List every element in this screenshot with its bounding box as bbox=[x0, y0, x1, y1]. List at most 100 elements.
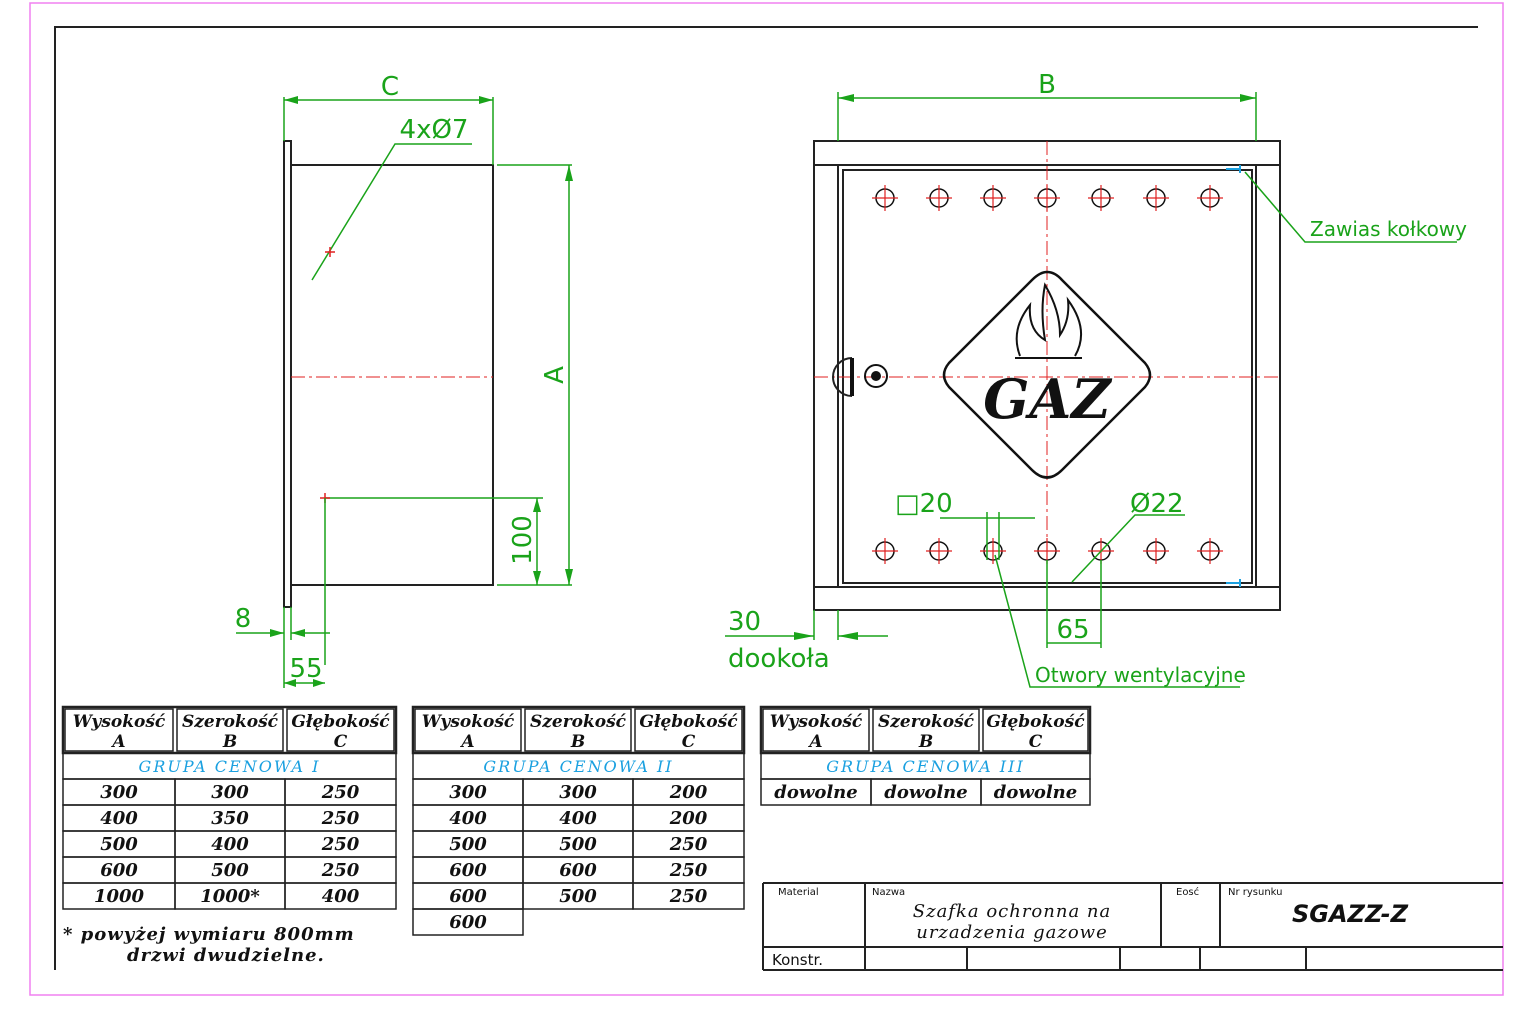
table-cell: 250 bbox=[669, 860, 708, 881]
square-20-label: □20 bbox=[895, 489, 953, 519]
front-view: GAZ B Zawias kołkowy □20 Ø22 30 dookoła … bbox=[725, 70, 1467, 688]
table-cell: 250 bbox=[669, 834, 708, 855]
table-cell: 1000* bbox=[200, 886, 260, 907]
table-cell: 400 bbox=[100, 808, 138, 829]
name-label: Nazwa bbox=[872, 887, 905, 898]
vent-hole-icon bbox=[1197, 538, 1223, 564]
scale-label: Eosć bbox=[1176, 886, 1199, 898]
footnote-line-1: * powyżej wymiaru 800mm bbox=[63, 924, 355, 945]
dim-100-label: 100 bbox=[508, 515, 538, 565]
column-header-letter: C bbox=[1029, 732, 1043, 752]
table-cell: 600 bbox=[559, 860, 597, 881]
around-label: dookoła bbox=[728, 644, 830, 674]
dim-30-label: 30 bbox=[728, 607, 761, 637]
footnote-line-2: drzwi dwudzielne. bbox=[127, 945, 325, 966]
dim-55-label: 55 bbox=[289, 654, 322, 684]
vent-hole-icon bbox=[1034, 185, 1060, 211]
column-header: Szerokość bbox=[530, 712, 627, 732]
material-label: Material bbox=[778, 887, 819, 898]
column-header-letter: A bbox=[807, 732, 822, 752]
table-cell: 600 bbox=[449, 886, 487, 907]
constr-label: Konstr. bbox=[772, 951, 823, 969]
table-cell: 250 bbox=[321, 782, 360, 803]
hinge-label: Zawias kołkowy bbox=[1310, 217, 1467, 241]
vent-hole-icon bbox=[872, 185, 898, 211]
table-cell: 250 bbox=[321, 808, 360, 829]
side-view: C 4xØ7 A 100 8 55 bbox=[235, 72, 573, 688]
column-header: Wysokość bbox=[770, 712, 863, 732]
vent-hole-icon bbox=[1143, 185, 1169, 211]
column-header: Głębokość bbox=[986, 712, 1085, 732]
vent-hole-icon bbox=[1088, 185, 1114, 211]
table-cell: 600 bbox=[449, 912, 487, 933]
vent-hole-icon bbox=[980, 185, 1006, 211]
table-cell: 400 bbox=[322, 886, 360, 907]
column-header-letter: B bbox=[222, 732, 237, 752]
vent-hole-icon bbox=[926, 538, 952, 564]
name-line-1: Szafka ochronna na bbox=[913, 901, 1111, 922]
table-cell: 600 bbox=[449, 860, 487, 881]
column-header: Wysokość bbox=[422, 712, 515, 732]
column-header-letter: B bbox=[570, 732, 585, 752]
column-header: Głębokość bbox=[291, 712, 390, 732]
table-cell: 300 bbox=[211, 782, 249, 803]
table-cell: 400 bbox=[559, 808, 597, 829]
column-header-letter: A bbox=[110, 732, 125, 752]
column-header: Szerokość bbox=[878, 712, 975, 732]
drawing-frame bbox=[54, 26, 1478, 970]
column-header: Głębokość bbox=[639, 712, 738, 732]
vent-hole-icon bbox=[980, 538, 1006, 564]
holes-note: 4xØ7 bbox=[400, 115, 469, 145]
dim-8-label: 8 bbox=[235, 604, 252, 634]
dim-c-label: C bbox=[381, 72, 399, 102]
table-cell: 350 bbox=[211, 808, 249, 829]
gaz-text: GAZ bbox=[983, 367, 1113, 431]
dim-65-label: 65 bbox=[1056, 615, 1089, 645]
table-cell: 600 bbox=[100, 860, 138, 881]
sheet-border bbox=[29, 2, 1504, 996]
dim-b-label: B bbox=[1038, 70, 1056, 100]
column-header-letter: C bbox=[334, 732, 348, 752]
column-header-letter: A bbox=[459, 732, 474, 752]
column-header: Wysokość bbox=[73, 712, 166, 732]
vent-hole-icon bbox=[872, 538, 898, 564]
table-cell: 500 bbox=[449, 834, 487, 855]
column-header: Szerokość bbox=[182, 712, 279, 732]
table-cell: 300 bbox=[100, 782, 138, 803]
lock-icon bbox=[832, 357, 888, 397]
table-cell: dowolne bbox=[774, 782, 857, 803]
table-cell: 500 bbox=[100, 834, 138, 855]
flame-icon bbox=[1015, 282, 1083, 359]
name-line-2: urzadzenia gazowe bbox=[916, 922, 1108, 943]
diameter-22-label: Ø22 bbox=[1130, 489, 1184, 519]
table-cell: 250 bbox=[321, 860, 360, 881]
table-cell: 300 bbox=[449, 782, 487, 803]
vent-hole-icon bbox=[1197, 185, 1223, 211]
table-cell: 250 bbox=[669, 886, 708, 907]
column-header-letter: C bbox=[682, 732, 696, 752]
gaz-logo: GAZ bbox=[942, 270, 1152, 479]
vents-label: Otwory wentylacyjne bbox=[1035, 663, 1246, 687]
table-cell: 400 bbox=[449, 808, 487, 829]
price-group-label: GRUPA CENOWA II bbox=[483, 757, 673, 776]
table-cell: 200 bbox=[669, 808, 708, 829]
table-cell: dowolne bbox=[884, 782, 967, 803]
price-group-label: GRUPA CENOWA I bbox=[139, 757, 321, 776]
table-cell: 500 bbox=[559, 886, 597, 907]
table-cell: 500 bbox=[211, 860, 249, 881]
title-block: Material Nazwa Szafka ochronna na urzadz… bbox=[762, 882, 1503, 971]
dim-a-label: A bbox=[540, 366, 570, 384]
table-cell: 200 bbox=[669, 782, 708, 803]
column-header-letter: B bbox=[918, 732, 933, 752]
drawing-number: SGAZZ-Z bbox=[1292, 900, 1409, 928]
table-cell: 300 bbox=[559, 782, 597, 803]
drawing-no-label: Nr rysunku bbox=[1228, 887, 1283, 898]
vent-hole-icon bbox=[1143, 538, 1169, 564]
table-cell: 400 bbox=[211, 834, 249, 855]
table-cell: 250 bbox=[321, 834, 360, 855]
